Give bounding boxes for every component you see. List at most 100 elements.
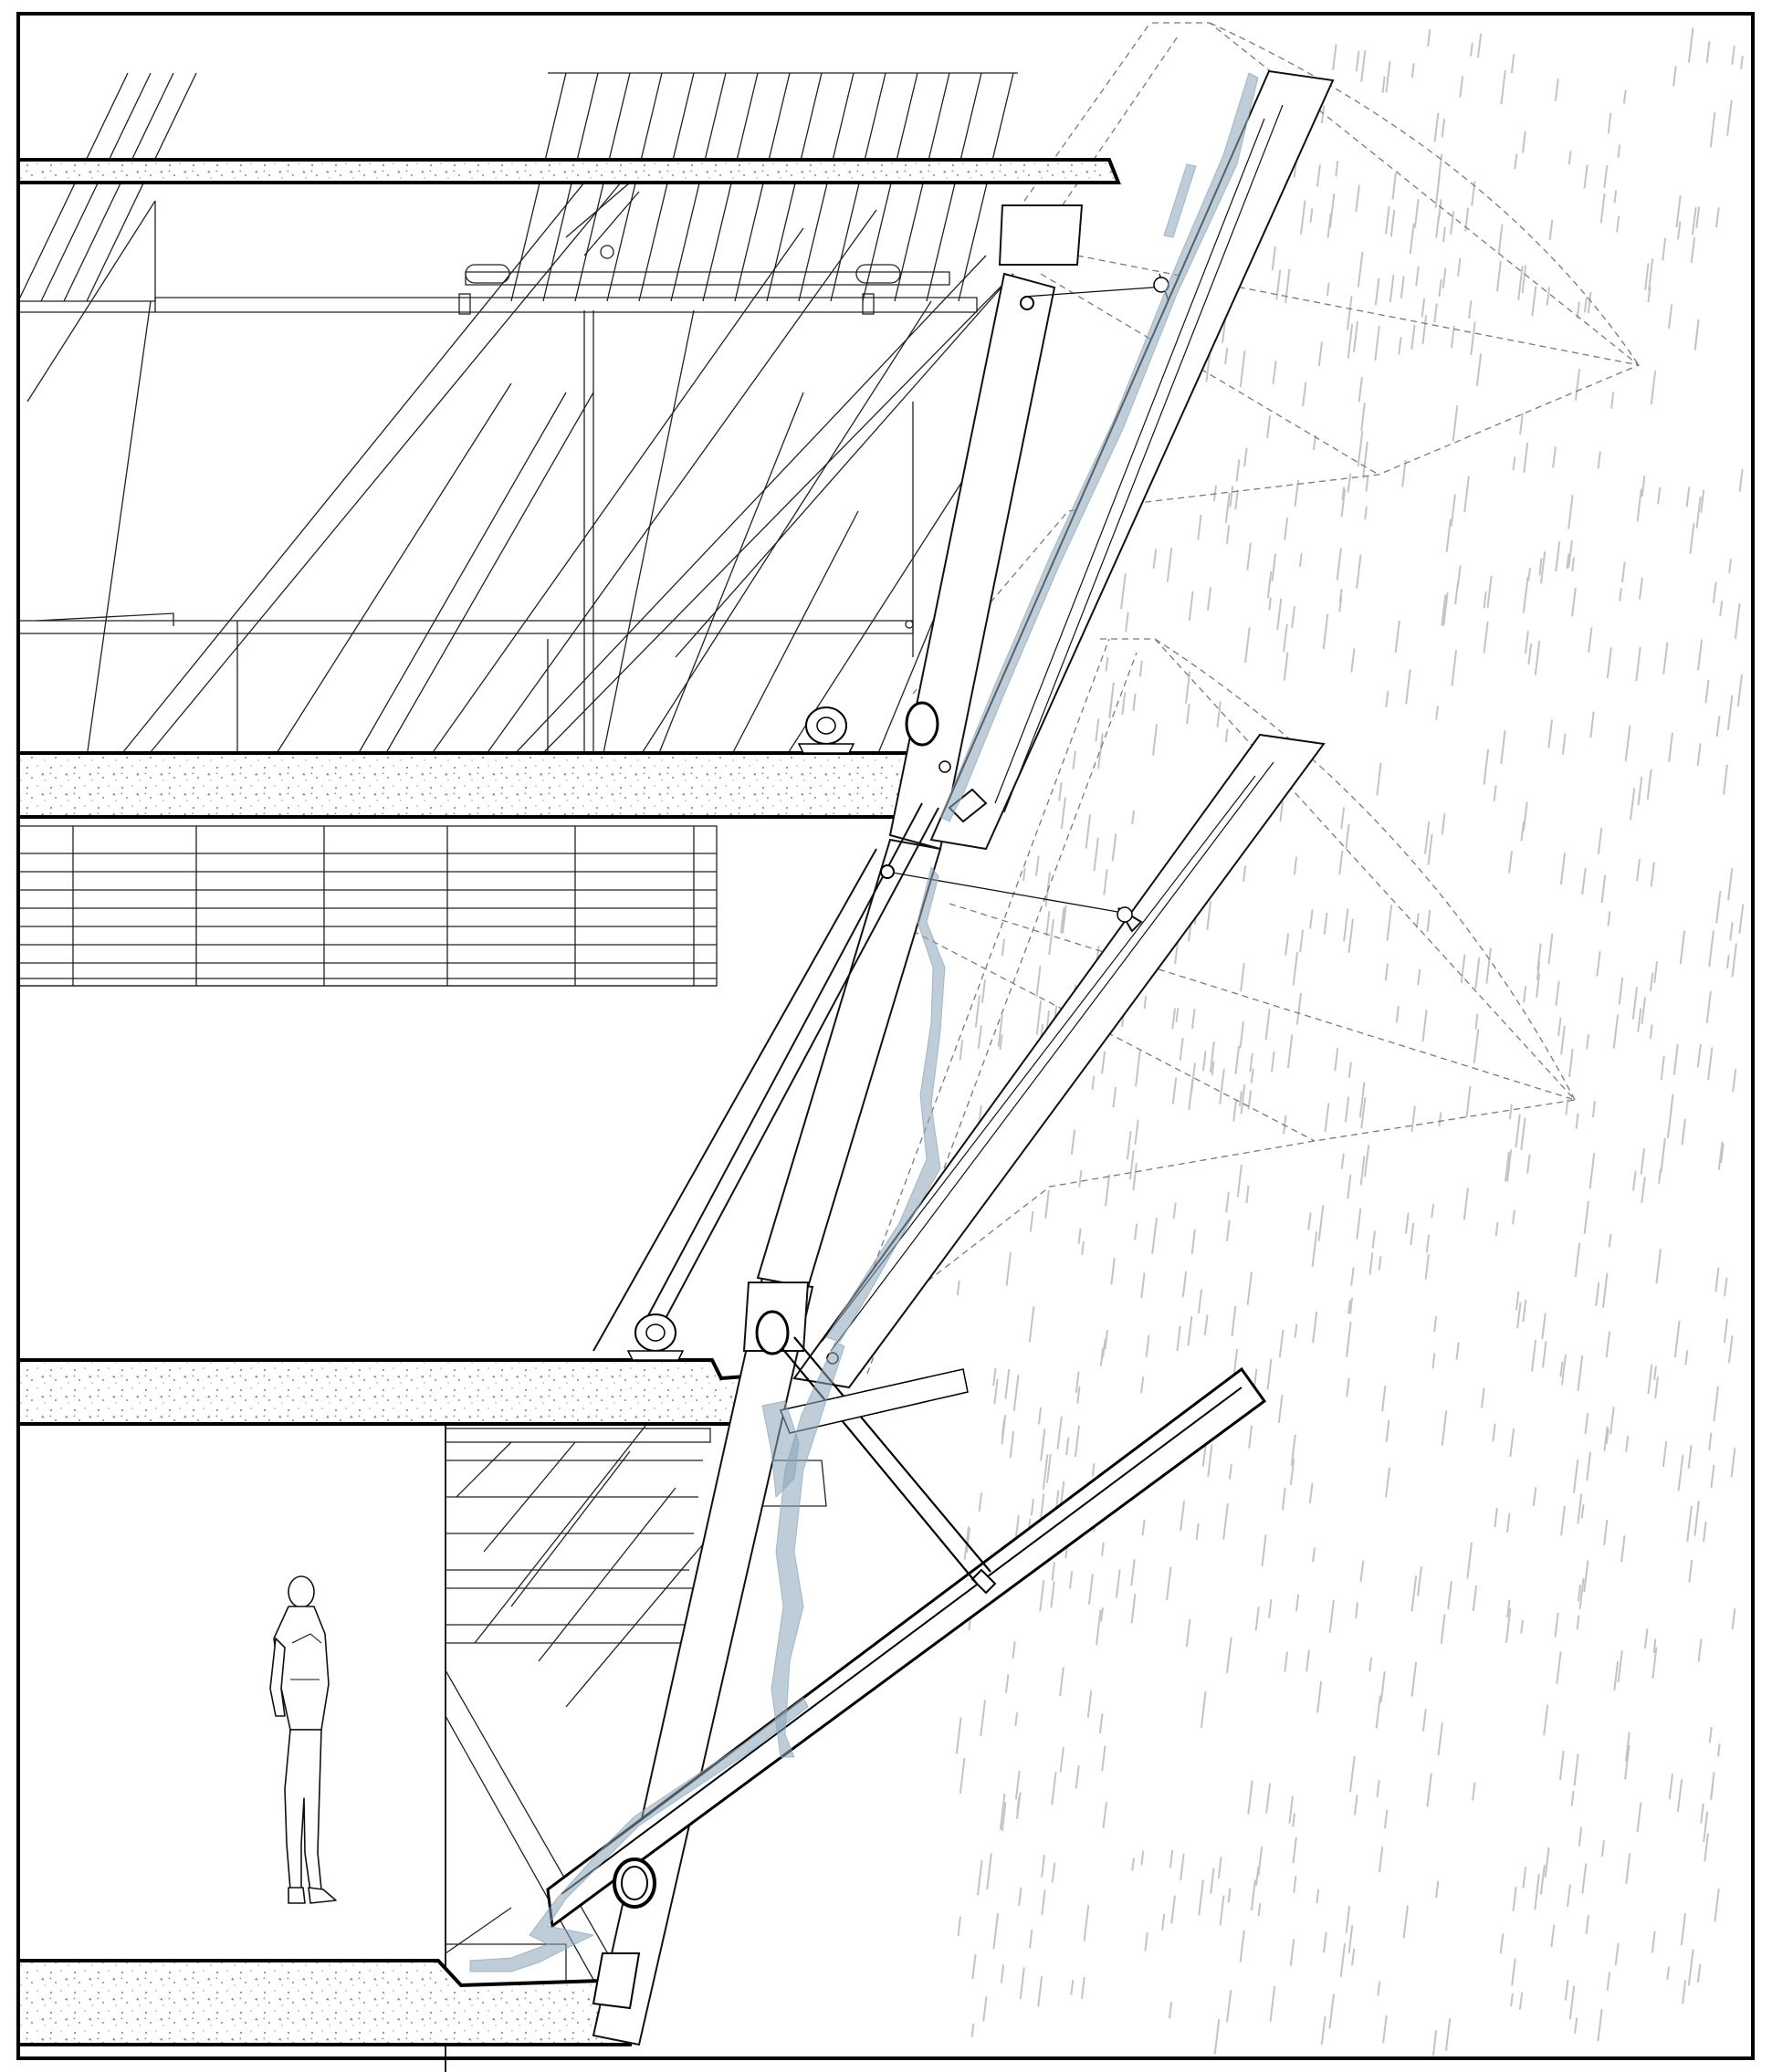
rain-streak [1035, 855, 1040, 876]
rain-streak [1726, 955, 1730, 969]
upper-floor-slab [16, 751, 916, 819]
rain-streak [1212, 485, 1217, 502]
rain-streak [1391, 173, 1397, 200]
rain-streak [1672, 66, 1677, 87]
lower-arm-pivot [1117, 906, 1133, 923]
rain-streak [1132, 693, 1137, 712]
rain-streak [1018, 1887, 1022, 1907]
rain-streak [997, 1014, 1003, 1047]
rain-streak [1201, 1444, 1207, 1467]
rain-streak [1648, 258, 1654, 291]
rain-streak [1523, 442, 1529, 473]
rain-streak [1646, 769, 1652, 801]
rain-streak [1284, 1651, 1288, 1672]
rain-streak [1476, 33, 1483, 58]
rain-streak [1292, 1813, 1295, 1827]
rain-streak [1465, 1085, 1472, 1118]
rain-streak [1421, 1010, 1428, 1042]
roof-purlin [154, 297, 978, 313]
rain-streak [1250, 1879, 1256, 1911]
rain-streak [1515, 1114, 1521, 1148]
rain-streak [1332, 44, 1337, 71]
rain-streak [1450, 494, 1456, 527]
rain-streak [1705, 41, 1711, 63]
rain-streak [1360, 49, 1367, 82]
roof-purlin-lower [17, 620, 914, 634]
rain-streak [1728, 559, 1732, 573]
rain-streak [1440, 1614, 1446, 1644]
rain-streak [1347, 1174, 1352, 1199]
rain-streak [1505, 1607, 1512, 1644]
rain-streak [1506, 1149, 1513, 1182]
rain-streak [1657, 487, 1662, 505]
rain-streak [1179, 1037, 1184, 1061]
rain-streak [1291, 605, 1295, 629]
rain-streak [1679, 930, 1686, 965]
rain-streak [1522, 131, 1526, 153]
rain-streak [1347, 1300, 1351, 1314]
rain-streak [1115, 1569, 1121, 1598]
rain-streak [1732, 1069, 1737, 1093]
rain-streak [1368, 1252, 1374, 1275]
rain-streak [1005, 1674, 1010, 1693]
rain-streak [1713, 1386, 1719, 1422]
rain-streak [1385, 1467, 1390, 1498]
rain-streak [1041, 1889, 1046, 1915]
rain-streak [1395, 1005, 1400, 1023]
rain-streak [1316, 1680, 1323, 1713]
rain-streak [1630, 788, 1636, 821]
rain-streak [1509, 1428, 1515, 1458]
rain-streak [1239, 1021, 1244, 1049]
rain-streak [1108, 682, 1115, 717]
rain-streak [1029, 1929, 1033, 1949]
rain-streak [1641, 997, 1646, 1024]
rain-streak [1583, 297, 1588, 313]
rain-streak [1561, 1354, 1567, 1386]
rain-streak [1170, 1895, 1176, 1924]
rain-streak [1328, 1994, 1335, 2029]
rain-streak [1555, 980, 1560, 1007]
rain-streak [1103, 869, 1108, 895]
rain-streak [1320, 2015, 1326, 2046]
rain-streak [1508, 851, 1513, 874]
rain-streak [1613, 1661, 1620, 1691]
rain-streak [1607, 911, 1611, 926]
rain-streak [1731, 45, 1735, 65]
rain-streak [1738, 468, 1744, 492]
rain-streak [1039, 1580, 1045, 1612]
rain-streak [1574, 1242, 1581, 1278]
rain-streak [1631, 987, 1639, 1020]
rain-streak [1075, 1371, 1080, 1394]
rain-streak [1459, 76, 1464, 98]
rain-streak [1172, 1202, 1177, 1219]
rain-streak [993, 1378, 999, 1405]
rain-streak [1460, 954, 1466, 984]
rain-streak [1433, 1315, 1438, 1333]
rain-streak [1689, 523, 1695, 554]
rain-streak [1174, 940, 1180, 965]
rain-streak [1326, 213, 1332, 238]
rain-streak [1187, 1315, 1193, 1346]
rain-streak [1349, 1297, 1354, 1314]
upper-louver-panel[interactable] [929, 69, 1335, 851]
rain-streak [1152, 549, 1158, 570]
rain-streak [1526, 1154, 1531, 1174]
rain-streak [1585, 1915, 1589, 1935]
rain-streak [1232, 1100, 1237, 1122]
rain-streak [1738, 904, 1745, 934]
rain-streak [1714, 1267, 1720, 1292]
rain-streak [1614, 1942, 1620, 1966]
rain-streak [1188, 591, 1194, 621]
rain-streak [1606, 647, 1612, 679]
rain-streak [1444, 2018, 1452, 2051]
rain-streak [1161, 1913, 1166, 1931]
rain-streak [1226, 1637, 1232, 1673]
rain-streak [1558, 1750, 1565, 1781]
rain-streak [1217, 1857, 1222, 1879]
rain-streak [1222, 318, 1227, 343]
rain-streak [1696, 743, 1702, 767]
rain-streak [1323, 1931, 1327, 1953]
rain-streak [1433, 112, 1440, 142]
rain-streak [1556, 1651, 1562, 1684]
rain-streak [1473, 1029, 1480, 1064]
